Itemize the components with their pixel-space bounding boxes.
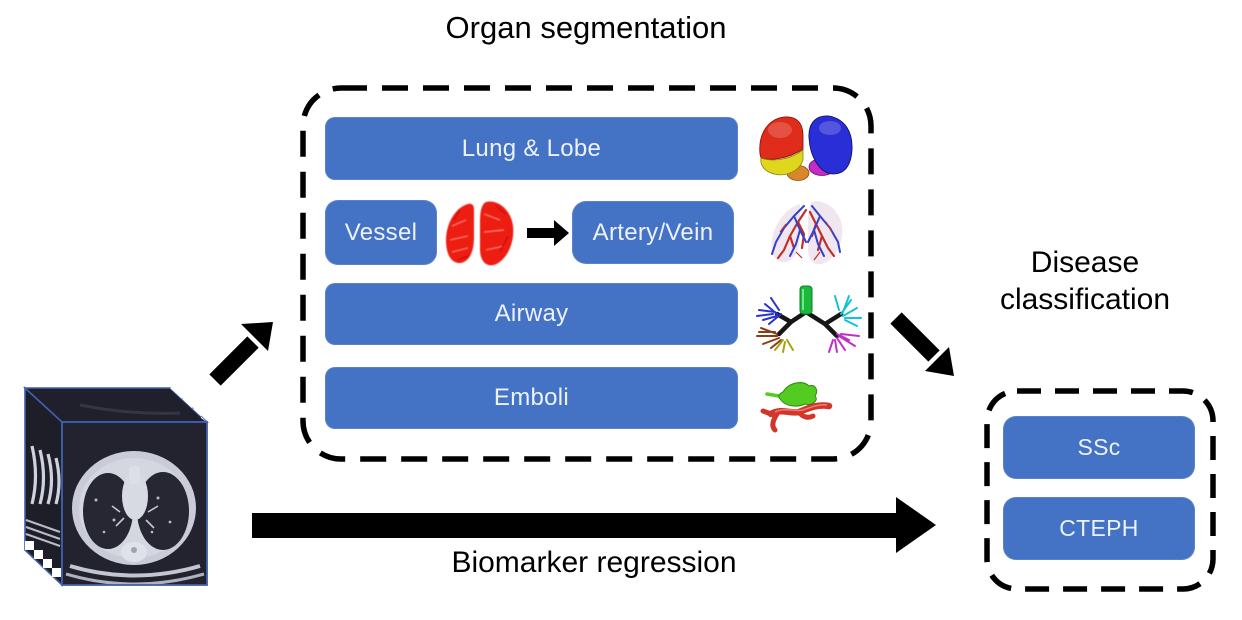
airway-tree-icon [756, 285, 862, 353]
node-airway-label: Airway [494, 300, 569, 327]
node-vessel: Vessel [325, 200, 437, 265]
node-cteph: CTEPH [1003, 497, 1195, 560]
node-emboli-label: Emboli [493, 384, 570, 411]
organ-segmentation-group-outline [300, 85, 874, 462]
disease-title-line1: Disease [1030, 246, 1140, 279]
organ-segmentation-title: Organ segmentation [445, 10, 727, 45]
disease-title-line2: classification [999, 283, 1171, 316]
vessel-to-arteryvein-arrow-icon [527, 220, 569, 246]
input-to-segmentation-arrow-icon [209, 322, 273, 386]
segmentation-to-classification-arrow-icon [890, 312, 954, 376]
biomarker-regression-arrow-icon [252, 497, 936, 553]
node-lung-lobe-label: Lung & Lobe [461, 134, 602, 162]
node-ssc-label: SSc [1077, 434, 1121, 460]
node-artery-vein: Artery/Vein [572, 201, 734, 264]
node-artery-vein-label: Artery/Vein [592, 218, 714, 246]
lung-lobes-3d-icon [759, 115, 853, 181]
node-vessel-label: Vessel [344, 218, 418, 246]
emboli-3d-icon [760, 382, 833, 433]
node-airway: Airway [325, 283, 738, 345]
node-cteph-label: CTEPH [1059, 515, 1139, 541]
node-ssc: SSc [1003, 416, 1195, 479]
artery-vein-tree-icon [771, 201, 843, 265]
disease-classification-title: Disease classification [975, 244, 1195, 318]
disease-classification-group-outline [984, 388, 1216, 592]
node-lung-lobe: Lung & Lobe [325, 117, 738, 180]
biomarker-regression-label: Biomarker regression [451, 546, 737, 579]
node-emboli: Emboli [325, 367, 738, 429]
vessel-tree-red-icon [446, 201, 514, 266]
ct-volume-cube-icon [22, 386, 210, 587]
